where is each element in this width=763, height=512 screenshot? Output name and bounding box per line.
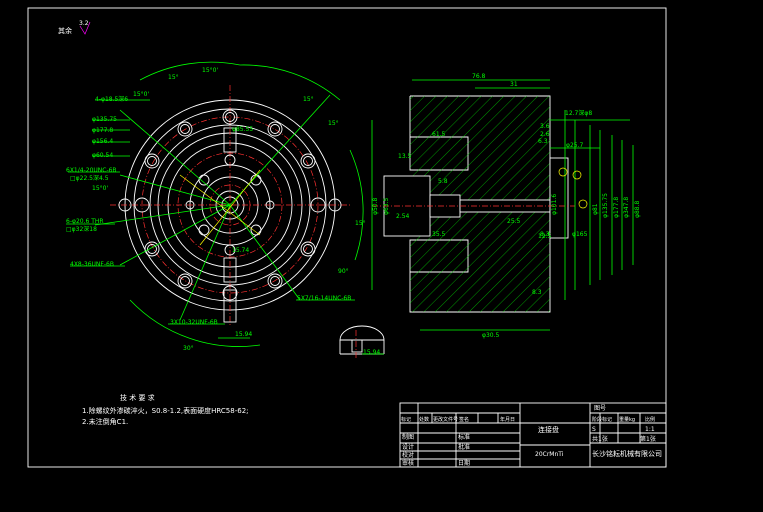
dim: □φ32深18 bbox=[66, 225, 97, 233]
section-view bbox=[371, 79, 634, 331]
weight-label: 重量kg bbox=[619, 416, 635, 423]
dim: 6-φ20.6 THR bbox=[66, 218, 104, 225]
header-cell: 标记 bbox=[401, 416, 411, 423]
sheet-no: 第1张 bbox=[640, 435, 656, 443]
dim: φ50.8 bbox=[372, 198, 379, 216]
dim: φ135.75 bbox=[92, 116, 117, 123]
technical-notes: 技 术 要 求 1.除螺纹外渗碳淬火，S0.8-1.2,表面硬度HRC58-62… bbox=[82, 393, 249, 426]
dim: 4-φ18.5深6 bbox=[95, 95, 128, 103]
dim: φ177.8 bbox=[92, 127, 113, 134]
dim: 30° bbox=[183, 345, 194, 352]
roughness-symbol: 其余 3.2 bbox=[58, 20, 91, 35]
dim: 12.7深φ8 bbox=[565, 109, 592, 117]
dim: φ101.6 bbox=[551, 194, 558, 215]
header-cell: 签名 bbox=[459, 416, 469, 423]
dim: 15.94 bbox=[363, 349, 380, 356]
drawing-no-label: 图号 bbox=[594, 405, 606, 412]
dim: φ81 bbox=[592, 203, 599, 215]
row-label: 设计 bbox=[402, 443, 414, 451]
dim: 25.5 bbox=[507, 218, 521, 225]
dim: 6X1/4-20UNC-6B bbox=[66, 167, 117, 174]
title-block: 图号 标记 处数 更改文件号 签名 年月日 制图 设计 校对 审核 标准 批准 … bbox=[399, 402, 667, 468]
drawing-border bbox=[27, 7, 667, 468]
dim: 6.3 bbox=[538, 138, 548, 145]
dim: φ135.75 bbox=[602, 193, 609, 218]
dim: 5X7/16-14UNC-6B bbox=[297, 295, 351, 302]
dim: φ165 bbox=[572, 231, 588, 238]
scale-value: 1:1 bbox=[645, 426, 655, 433]
dim: φ60.54 bbox=[92, 152, 113, 159]
scale-label: 比例 bbox=[645, 416, 655, 423]
notes-line: 2.未注倒角C1. bbox=[82, 417, 128, 426]
dim: φ85.55 bbox=[232, 126, 253, 133]
dim: 8.3 bbox=[540, 231, 550, 238]
dim: 90° bbox=[338, 268, 349, 275]
dim: 12.5 bbox=[538, 233, 552, 240]
roughness-value: 3.2 bbox=[79, 20, 89, 27]
dim: 15° bbox=[328, 120, 339, 127]
dim: φ88.8 bbox=[634, 201, 641, 219]
stage-label: 阶段标记 bbox=[592, 416, 612, 423]
part-name: 连接盘 bbox=[538, 425, 559, 434]
roughness-label: 其余 bbox=[58, 26, 72, 35]
header-cell: 更改文件号 bbox=[433, 416, 458, 423]
dim: 15°0' bbox=[92, 185, 108, 192]
dim: 15° bbox=[355, 220, 366, 227]
row-label: 校对 bbox=[402, 451, 414, 459]
date-label: 日期 bbox=[458, 459, 470, 467]
row-label: 审核 bbox=[402, 459, 414, 467]
dim: 15°0' bbox=[202, 67, 218, 74]
dim: 3.6 bbox=[540, 123, 550, 130]
dim: 76.8 bbox=[472, 73, 486, 80]
dim: 15° bbox=[168, 74, 179, 81]
dim: 31 bbox=[510, 81, 518, 88]
dim: 3X10-32UNF-6B bbox=[170, 319, 218, 326]
dim: 15.94 bbox=[235, 331, 252, 338]
dim: 15.74 bbox=[232, 247, 249, 254]
section-view-dims: 76.8 31 12.7深φ8 3.6 2.6 6.3 φ25.7 61.5 1… bbox=[372, 73, 641, 339]
dim: 15°0' bbox=[133, 91, 149, 98]
header-cell: 处数 bbox=[419, 416, 429, 423]
dim: φ63.5 bbox=[383, 198, 390, 216]
dim: 61.5 bbox=[432, 131, 446, 138]
dim: φ177.8 bbox=[613, 197, 620, 218]
dim: φ347.8 bbox=[623, 197, 630, 218]
header-cell: 年月日 bbox=[500, 416, 515, 423]
notes-line: 1.除螺纹外渗碳淬火，S0.8-1.2,表面硬度HRC58-62; bbox=[82, 406, 249, 415]
dim: φ25.7 bbox=[566, 142, 584, 149]
row-label-right: 标准 bbox=[458, 433, 470, 441]
dim: 13.5 bbox=[398, 153, 412, 160]
notes-title: 技 术 要 求 bbox=[120, 393, 155, 402]
dim: 4X8-36UNF-6B bbox=[70, 261, 114, 268]
front-view-dims: 15° 15°0' 15°0' 4-φ18.5深6 φ135.75 φ177.8… bbox=[66, 67, 366, 352]
company-name: 长沙铭耘机械有限公司 bbox=[592, 449, 662, 458]
dim: 2.54 bbox=[396, 213, 410, 220]
row-label: 制图 bbox=[402, 433, 414, 441]
front-view bbox=[66, 61, 364, 347]
dim: 2.6 bbox=[540, 131, 550, 138]
sheet-total: 共1张 bbox=[592, 435, 608, 443]
keyway-detail: 15.94 bbox=[339, 325, 385, 360]
dim: φ156.4 bbox=[92, 138, 113, 145]
dim: □φ22.5深4.5 bbox=[70, 174, 109, 182]
material: 20CrMnTi bbox=[535, 451, 564, 458]
dim: 35.5 bbox=[432, 231, 446, 238]
dim: φ30.5 bbox=[482, 332, 500, 339]
stage-value: S bbox=[592, 426, 596, 433]
dim: 5.8 bbox=[438, 178, 448, 185]
dim: 15° bbox=[303, 96, 314, 103]
row-label-right: 批准 bbox=[458, 443, 470, 451]
dim: 8.3 bbox=[532, 289, 542, 296]
